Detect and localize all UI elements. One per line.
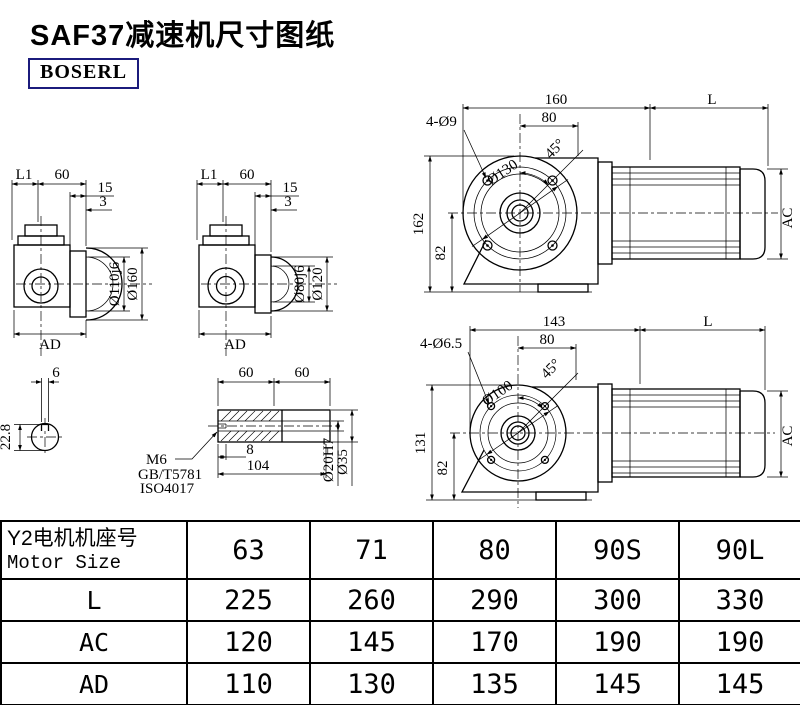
dim-holes-4xd6-5: 4-Ø6.5	[420, 336, 462, 352]
motor-size-label-cn: Y2电机机座号	[7, 527, 138, 551]
dim-143: 143	[543, 314, 566, 330]
dim-dia-35: Ø35	[335, 449, 351, 475]
output-shaft-view: 6 22.8	[0, 365, 358, 497]
motor-size-header: Y2电机机座号 Motor Size	[0, 520, 188, 580]
label-std-gb: GB/T5781	[138, 467, 202, 483]
gearbox-side-view-1: L1 60 15 3 Ø110j6 Ø160 AD	[11, 167, 152, 356]
motor-size-col-1: 63	[186, 520, 311, 580]
cell-L-1: 225	[186, 578, 311, 622]
dim-dia120-b: Ø120	[310, 267, 326, 300]
dim-ad-a: AD	[39, 337, 61, 353]
row-label-AD: AD	[0, 662, 188, 705]
dim-l1-a: L1	[16, 167, 33, 183]
dim-dia80-b: Ø80j6	[292, 265, 308, 303]
label-std-iso: ISO4017	[140, 481, 195, 497]
dim-holes-4xd9: 4-Ø9	[426, 114, 457, 130]
dim-l1-b: L1	[201, 167, 218, 183]
motor-fins-bottom	[612, 389, 740, 477]
table-row-L: L 225 260 290 300 330	[0, 578, 800, 622]
dim-131: 131	[413, 432, 429, 455]
row-label-L: L	[0, 578, 188, 622]
dim-ad-b: AD	[224, 337, 246, 353]
motor-size-label-en: Motor Size	[7, 551, 122, 574]
table-row-AD: AD 110 130 135 145 145	[0, 662, 800, 705]
cell-AD-3: 135	[432, 662, 557, 705]
technical-drawing-canvas: L1 60 15 3 Ø110j6 Ø160 AD	[0, 92, 796, 508]
table-row-AC: AC 120 145 170 190 190	[0, 620, 800, 664]
motor-size-col-3: 80	[432, 520, 557, 580]
page-title: SAF37减速机尺寸图纸	[30, 20, 336, 52]
cell-AD-2: 130	[309, 662, 434, 705]
dim-dia160-a: Ø160	[125, 267, 141, 300]
row-label-AC: AC	[0, 620, 188, 664]
dim-160: 160	[545, 92, 568, 108]
assembly-view-top: 45° Ø130 4-Ø9 80 160 L 162 82	[411, 92, 796, 293]
dim-82-bottom: 82	[435, 461, 451, 476]
dim-l-bottom: L	[703, 314, 712, 330]
cell-AD-4: 145	[555, 662, 680, 705]
dim-ac-top: AC	[780, 208, 796, 229]
cell-AC-1: 120	[186, 620, 311, 664]
cell-AC-3: 170	[432, 620, 557, 664]
gearbox-side-view-2: L1 60 15 3 Ø80j6 Ø120 AD	[196, 167, 337, 356]
cell-L-2: 260	[309, 578, 434, 622]
dim-104: 104	[247, 458, 270, 474]
dim-60-shaft-2: 60	[295, 365, 310, 381]
dim-bore-20h7: Ø20H7	[321, 437, 337, 482]
dim-15-a: 15	[98, 180, 113, 196]
bolt-holes-bottom	[486, 401, 550, 465]
dim-82-top: 82	[433, 246, 449, 261]
assembly-view-bottom: 45° Ø100 4-Ø6.5 80 143 L 131 82	[413, 314, 796, 508]
cell-L-4: 300	[555, 578, 680, 622]
cell-L-3: 290	[432, 578, 557, 622]
dim-22-8: 22.8	[0, 424, 14, 450]
dim-45deg-bottom: 45°	[538, 356, 564, 382]
cell-L-5: 330	[678, 578, 800, 622]
dim-60-b: 60	[240, 167, 255, 183]
cell-AC-2: 145	[309, 620, 434, 664]
dim-6: 6	[52, 365, 60, 381]
dim-dia130: Ø130	[484, 157, 521, 189]
cell-AC-4: 190	[555, 620, 680, 664]
table-row-motor-size: Y2电机机座号 Motor Size 63 71 80 90S 90L	[0, 520, 800, 580]
dim-l-top: L	[707, 92, 716, 108]
dim-3-b: 3	[284, 194, 292, 210]
motor-size-col-4: 90S	[555, 520, 680, 580]
motor-size-col-5: 90L	[678, 520, 800, 580]
label-thread-m6: M6	[146, 452, 167, 468]
dim-60-a: 60	[55, 167, 70, 183]
dim-ac-bottom: AC	[780, 426, 796, 447]
dim-60-shaft-1: 60	[239, 365, 254, 381]
brand-logo: BOSERL	[28, 58, 140, 89]
dimension-table: Y2电机机座号 Motor Size 63 71 80 90S 90L L 22…	[0, 520, 800, 705]
dim-3-a: 3	[99, 194, 107, 210]
hatching	[220, 410, 280, 442]
cell-AD-5: 145	[678, 662, 800, 705]
dim-80-top: 80	[542, 110, 557, 126]
cell-AD-1: 110	[186, 662, 311, 705]
motor-size-col-2: 71	[309, 520, 434, 580]
dim-8: 8	[246, 442, 254, 458]
dim-15-b: 15	[283, 180, 298, 196]
cell-AC-5: 190	[678, 620, 800, 664]
dim-dia110-a: Ø110j6	[107, 261, 123, 306]
motor-fins-top	[612, 167, 740, 259]
dim-80-bottom: 80	[540, 332, 555, 348]
dim-162: 162	[411, 213, 427, 236]
